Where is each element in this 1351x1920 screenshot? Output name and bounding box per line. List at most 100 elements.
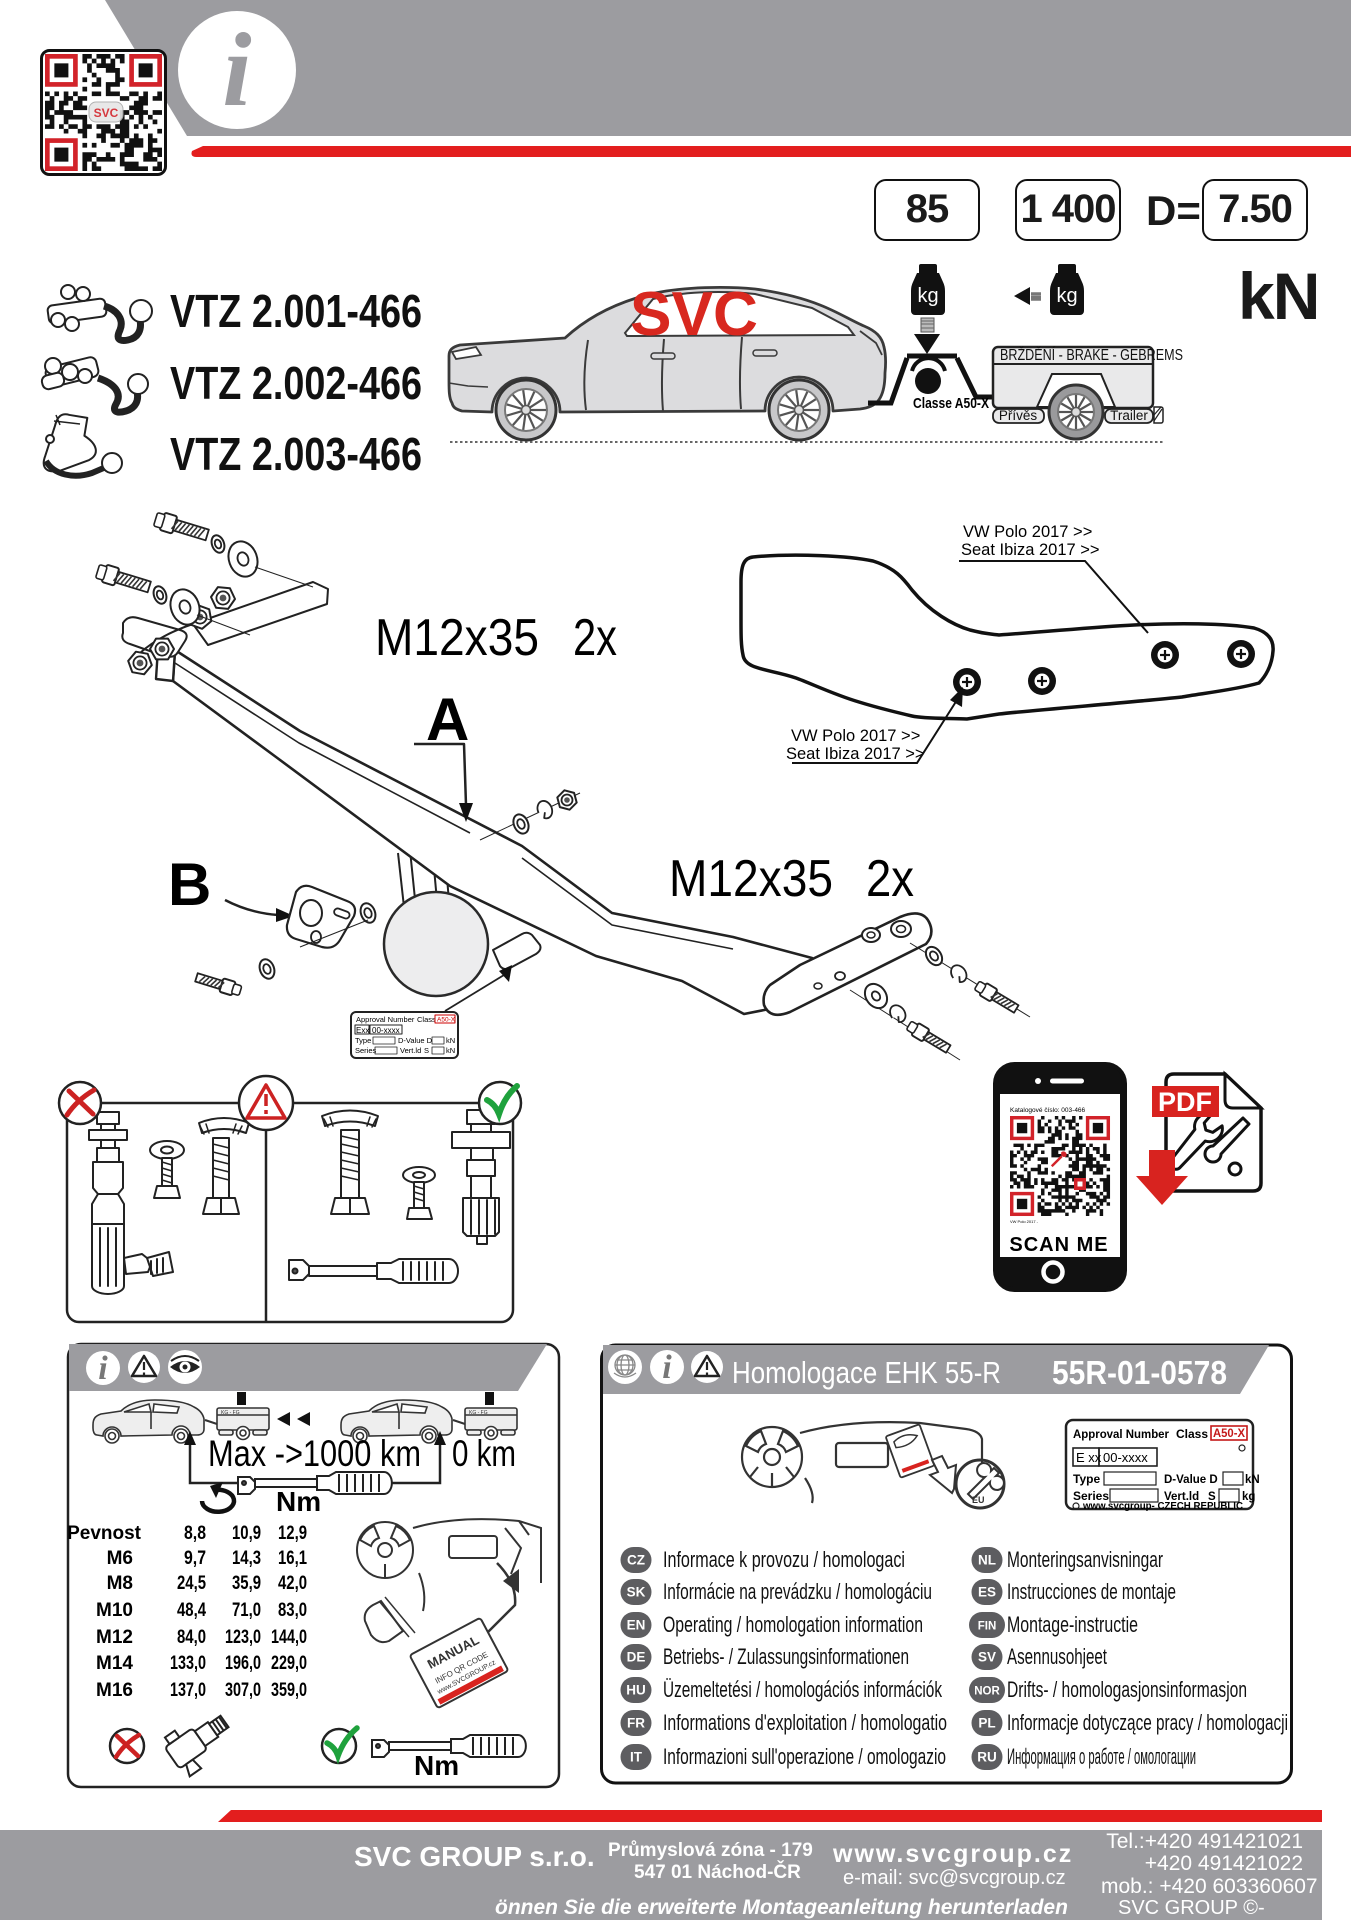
svg-text:Approval Number: Approval Number bbox=[1073, 1427, 1169, 1441]
svg-text:196,0: 196,0 bbox=[225, 1653, 261, 1674]
svg-text:CZ: CZ bbox=[627, 1553, 645, 1568]
svg-text:Approval Number: Approval Number bbox=[356, 1015, 415, 1024]
svg-text:83,0: 83,0 bbox=[278, 1600, 307, 1621]
svg-text:Informacje dotyczące pracy / h: Informacje dotyczące pracy / homologacji bbox=[1007, 1710, 1288, 1735]
svg-text:Trailer: Trailer bbox=[1110, 408, 1148, 423]
svg-text:Информация о работе / омологац: Информация о работе / омологации bbox=[1007, 1744, 1196, 1769]
svg-text:Instrucciones de montaje: Instrucciones de montaje bbox=[1007, 1579, 1176, 1604]
svg-text:Nm: Nm bbox=[414, 1750, 459, 1781]
svg-text:Operating / homologation infor: Operating / homologation information bbox=[663, 1612, 923, 1637]
svg-text:Class: Class bbox=[1176, 1427, 1208, 1441]
svg-text:kg: kg bbox=[917, 285, 938, 307]
svg-text:kg: kg bbox=[1056, 285, 1077, 307]
svg-text:SV: SV bbox=[978, 1650, 996, 1665]
svg-text:VW Polo 2017 -: VW Polo 2017 - bbox=[1010, 1219, 1039, 1224]
svg-text:Informácie na prevádzku / homo: Informácie na prevádzku / homologáciu bbox=[663, 1579, 932, 1604]
svg-text:12,9: 12,9 bbox=[278, 1523, 307, 1544]
svg-text:kN: kN bbox=[446, 1046, 455, 1055]
svg-text:HU: HU bbox=[626, 1683, 646, 1698]
svg-text:8,8: 8,8 bbox=[184, 1523, 206, 1544]
svg-text:2x: 2x bbox=[573, 609, 617, 667]
svg-text:D-Value D: D-Value D bbox=[398, 1036, 433, 1045]
svg-text:Informations d'exploitation /: Informations d'exploitation / homologati… bbox=[663, 1710, 947, 1735]
svg-text:Nm: Nm bbox=[276, 1486, 321, 1517]
svg-text:123,0: 123,0 bbox=[225, 1627, 261, 1648]
svg-text:84,0: 84,0 bbox=[177, 1627, 206, 1648]
svg-text:EN: EN bbox=[627, 1618, 646, 1633]
svg-text:Katalogové číslo: 003-466: Katalogové číslo: 003-466 bbox=[1010, 1107, 1086, 1114]
svg-text:0 km: 0 km bbox=[452, 1433, 516, 1474]
svg-text:Informazioni sull'operazione /: Informazioni sull'operazione / omologazi… bbox=[663, 1744, 946, 1769]
svg-text:Seat Ibiza 2017 >>: Seat Ibiza 2017 >> bbox=[961, 541, 1100, 559]
svg-text:Přívěs: Přívěs bbox=[999, 408, 1038, 423]
svg-text:DE: DE bbox=[627, 1650, 646, 1665]
svg-text:M10: M10 bbox=[96, 1600, 133, 1621]
svg-text:i: i bbox=[222, 11, 251, 128]
svg-text:Üzemeltetési / homologációs in: Üzemeltetési / homologációs információk bbox=[663, 1677, 943, 1702]
svg-text:55R-01-0578: 55R-01-0578 bbox=[1052, 1354, 1227, 1391]
svg-text:B: B bbox=[168, 851, 211, 918]
svg-text:24,5: 24,5 bbox=[177, 1573, 206, 1594]
svg-text:229,0: 229,0 bbox=[271, 1653, 307, 1674]
svg-text:S: S bbox=[424, 1046, 429, 1055]
svg-text:42,0: 42,0 bbox=[278, 1573, 307, 1594]
svg-text:00-xxxx: 00-xxxx bbox=[372, 1026, 400, 1035]
svg-text:00-xxxx: 00-xxxx bbox=[1103, 1450, 1148, 1465]
svg-text:144,0: 144,0 bbox=[271, 1627, 307, 1648]
svg-text:Montage-instructie: Montage-instructie bbox=[1007, 1612, 1138, 1637]
svg-text:Type: Type bbox=[355, 1036, 371, 1045]
svg-text:RU: RU bbox=[977, 1750, 997, 1765]
svg-text:Asennusohjeet: Asennusohjeet bbox=[1007, 1644, 1107, 1669]
svg-text:ES: ES bbox=[978, 1585, 996, 1600]
svg-text:BRŽDĚNÍ - BRAKE - GEBREMS: BRŽDĚNÍ - BRAKE - GEBREMS bbox=[1000, 347, 1183, 364]
svg-text:NL: NL bbox=[978, 1553, 996, 1568]
svg-text:i: i bbox=[662, 1349, 672, 1386]
svg-text:M14: M14 bbox=[96, 1653, 133, 1674]
svg-text:SVC: SVC bbox=[94, 106, 119, 120]
svg-text:Informace k provozu / homolo: Informace k provozu / homologaci bbox=[663, 1547, 905, 1572]
svg-text:VTZ 2.001-466: VTZ 2.001-466 bbox=[170, 285, 422, 337]
svg-text:307,0: 307,0 bbox=[225, 1680, 261, 1701]
svg-text:Classe A50-X: Classe A50-X bbox=[913, 395, 989, 412]
svg-text:2x: 2x bbox=[866, 850, 914, 908]
svg-text:PDF: PDF bbox=[1158, 1087, 1212, 1117]
svg-text:S: S bbox=[1208, 1491, 1216, 1503]
svg-text:M12x35: M12x35 bbox=[669, 850, 833, 908]
svg-text:kg: kg bbox=[1242, 1491, 1255, 1503]
svg-text:M8: M8 bbox=[107, 1573, 133, 1594]
svg-text:SCAN ME: SCAN ME bbox=[1009, 1234, 1108, 1256]
svg-text:M6: M6 bbox=[107, 1548, 133, 1569]
svg-text:A50-X: A50-X bbox=[437, 1017, 456, 1024]
svg-text:Max ->1000 km: Max ->1000 km bbox=[208, 1433, 421, 1474]
svg-text:FR: FR bbox=[627, 1716, 645, 1731]
svg-text:Vert.ld: Vert.ld bbox=[400, 1046, 421, 1055]
svg-text:A: A bbox=[426, 686, 469, 753]
svg-text:VTZ 2.002-466: VTZ 2.002-466 bbox=[170, 357, 422, 409]
svg-text:M16: M16 bbox=[96, 1680, 133, 1701]
svg-text:Exx: Exx bbox=[356, 1026, 369, 1035]
svg-text:Series: Series bbox=[1073, 1489, 1109, 1503]
svg-text:KG - FG: KG - FG bbox=[221, 1410, 240, 1416]
svg-text:VW Polo 2017 >>: VW Polo 2017 >> bbox=[963, 523, 1092, 541]
svg-text:Drifts- / homologasjonsinforma: Drifts- / homologasjonsinformasjon bbox=[1007, 1677, 1247, 1702]
svg-text:M12x35: M12x35 bbox=[375, 609, 539, 667]
svg-text:Betriebs- / Zulassungsinformat: Betriebs- / Zulassungsinformationen bbox=[663, 1644, 909, 1669]
svg-text:14,3: 14,3 bbox=[232, 1548, 261, 1569]
svg-text:PL: PL bbox=[978, 1716, 995, 1731]
svg-text:kN: kN bbox=[446, 1036, 455, 1045]
svg-text:Vert.ld: Vert.ld bbox=[1164, 1491, 1199, 1503]
svg-text:Type: Type bbox=[1073, 1472, 1100, 1486]
svg-text:Pevnost: Pevnost bbox=[67, 1523, 142, 1544]
svg-text:10,9: 10,9 bbox=[232, 1523, 261, 1544]
svg-text:IT: IT bbox=[630, 1750, 643, 1765]
svg-text:M12: M12 bbox=[96, 1627, 133, 1648]
svg-text:Seat Ibiza 2017 >>: Seat Ibiza 2017 >> bbox=[786, 745, 925, 763]
svg-text:E xx: E xx bbox=[1076, 1450, 1102, 1465]
svg-text:16,1: 16,1 bbox=[278, 1548, 307, 1569]
svg-text:VTZ 2.003-466: VTZ 2.003-466 bbox=[170, 428, 422, 480]
svg-text:71,0: 71,0 bbox=[232, 1600, 261, 1621]
svg-text:www.svcgroup- CZECH REPUBLIC: www.svcgroup- CZECH REPUBLIC bbox=[1082, 1501, 1243, 1512]
svg-text:FIN: FIN bbox=[978, 1621, 997, 1633]
svg-text:SVC: SVC bbox=[630, 280, 758, 349]
svg-text:Series: Series bbox=[355, 1046, 377, 1055]
